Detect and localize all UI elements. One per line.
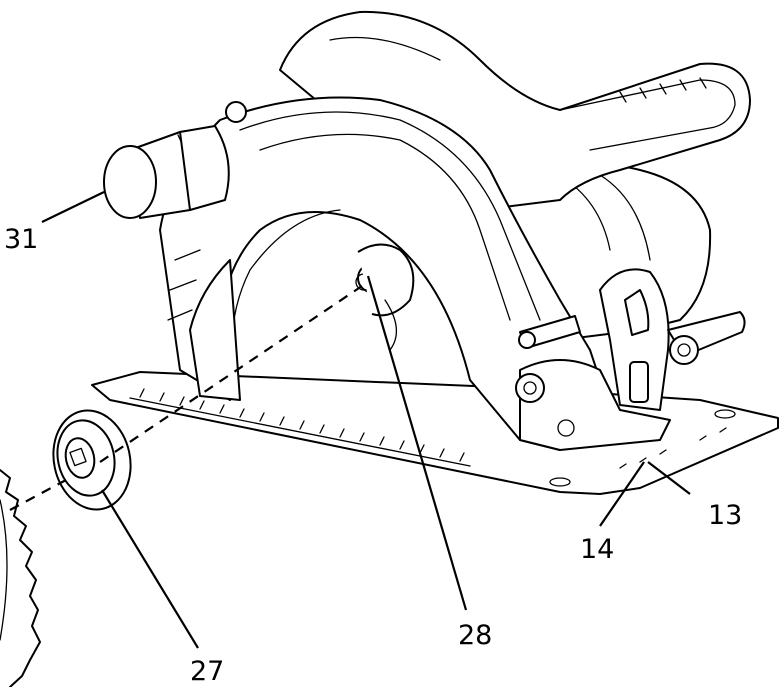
leader-28 (366, 275, 468, 611)
leader-31 (41, 191, 105, 223)
callout-31: 31 (4, 224, 38, 255)
callout-27: 27 (190, 656, 224, 687)
callout-28: 28 (458, 620, 492, 651)
guard-screw (225, 101, 581, 349)
scale-marks (139, 388, 727, 469)
leader-14 (599, 461, 645, 527)
base-plate (91, 371, 779, 495)
dust-extraction-port (103, 125, 230, 219)
bevel-bracket (515, 268, 746, 451)
lower-guard (167, 249, 241, 401)
leader-lines (41, 191, 691, 649)
blade-flange (52, 409, 132, 511)
callout-14: 14 (580, 534, 614, 565)
leader-27 (101, 489, 199, 649)
callout-13: 13 (708, 500, 742, 531)
leader-13 (647, 461, 691, 495)
saw-blade (0, 469, 41, 687)
